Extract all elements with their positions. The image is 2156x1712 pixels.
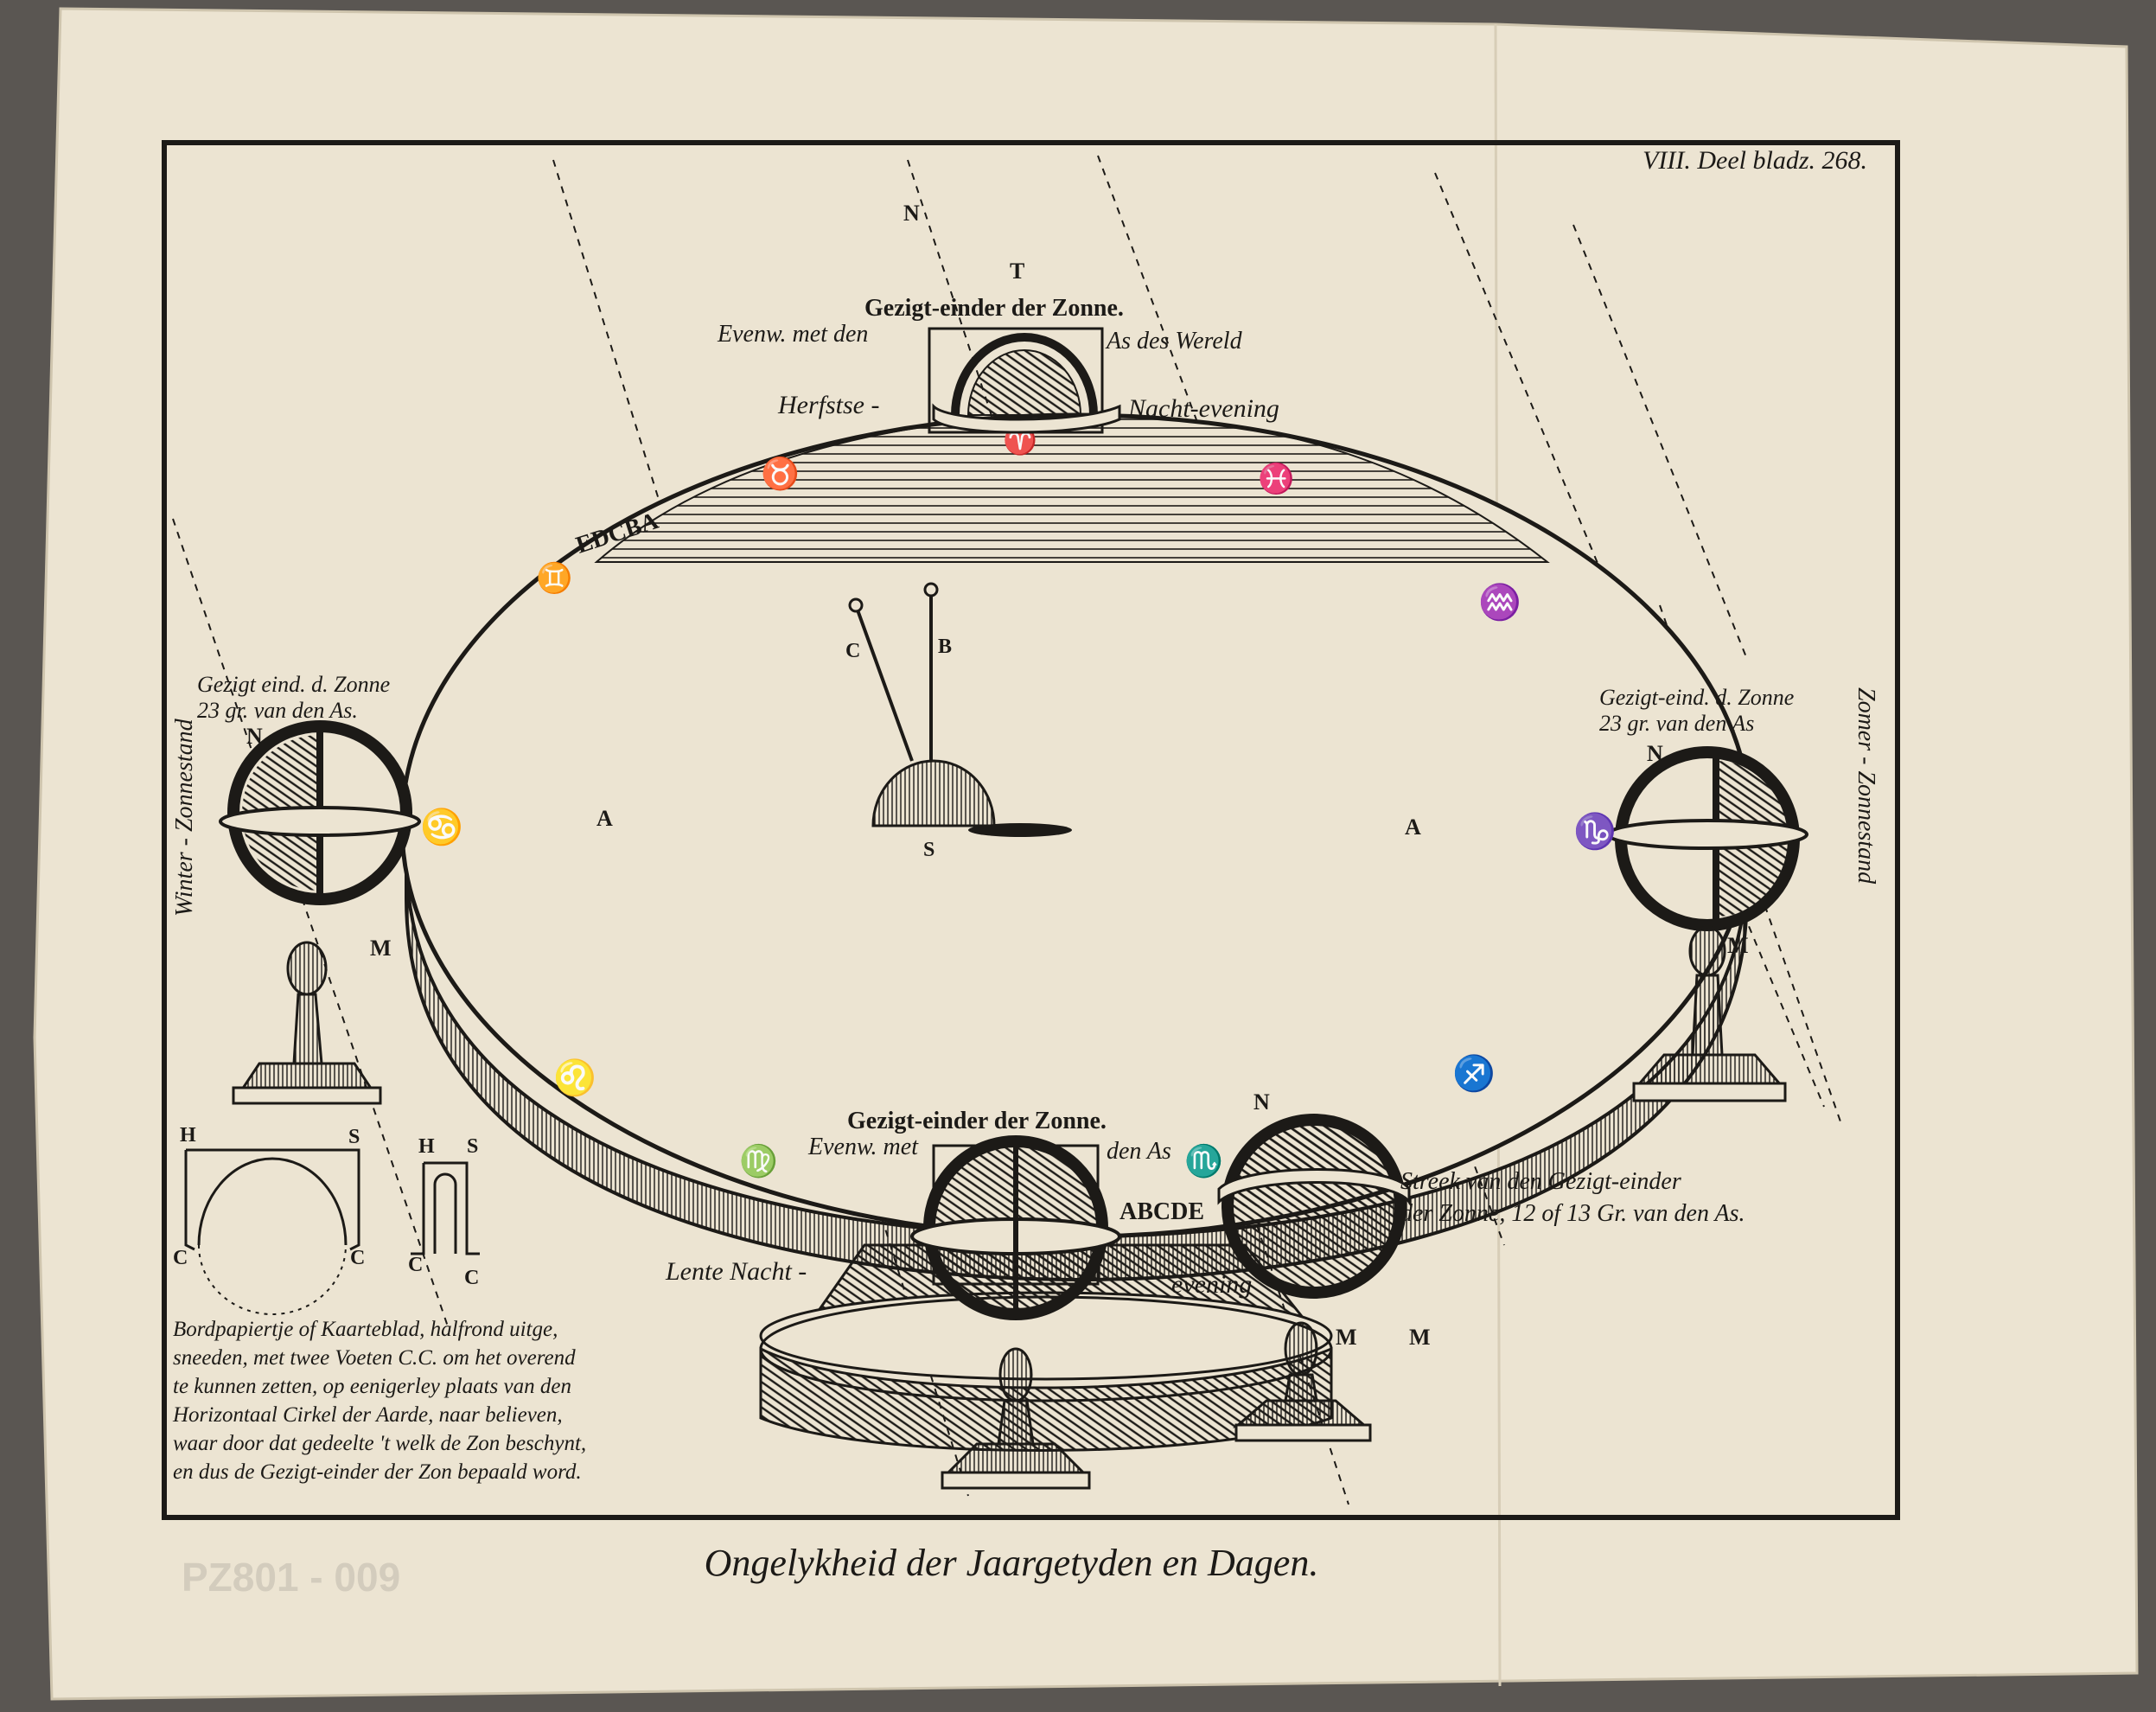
model-c2: C xyxy=(350,1247,365,1269)
bottom-sphere-title: Gezigt-einder der Zonne. xyxy=(847,1108,1107,1134)
right-label-m: M xyxy=(1727,933,1749,958)
bottom-letters: ABCDE xyxy=(1119,1198,1204,1225)
left-line2: 23 gr. van den As. xyxy=(197,698,358,723)
rb-line1: Streek van den Gezigt-einder xyxy=(1400,1168,1681,1195)
right-line2: 23 gr. van den As xyxy=(1599,711,1754,736)
zodiac-virgo: ♍ xyxy=(739,1143,778,1179)
model-s1: S xyxy=(348,1126,360,1148)
top-equinox-left: Herfstse - xyxy=(777,391,879,419)
note-line: waar door dat gedeelte 't welk de Zon be… xyxy=(173,1432,586,1455)
rb-line2: der Zonne, 12 of 13 Gr. van den As. xyxy=(1400,1200,1745,1227)
right-label-n: N xyxy=(1647,741,1663,766)
bottom-line-left: Evenw. met xyxy=(807,1134,919,1160)
note-line: te kunnen zetten, op eenigerley plaats v… xyxy=(173,1375,571,1398)
model-s2: S xyxy=(467,1135,478,1158)
note-line: Horizontaal Cirkel der Aarde, naar belie… xyxy=(172,1403,563,1427)
left-label-n: N xyxy=(246,724,263,749)
model-h1: H xyxy=(180,1124,196,1147)
right-line1: Gezigt-eind. d. Zonne xyxy=(1599,685,1794,710)
note-line: sneeden, met twee Voeten C.C. om het ove… xyxy=(173,1346,576,1370)
rb-label-m1: M xyxy=(1336,1325,1357,1350)
rb-label-m2: M xyxy=(1409,1325,1431,1350)
label-s: S xyxy=(923,839,934,861)
right-zodiac-sign: ♑ xyxy=(1573,811,1617,851)
right-armillary-sphere xyxy=(1606,746,1808,1102)
label-a-right: A xyxy=(1405,814,1421,840)
note-line: Bordpapiertje of Kaarteblad, halfrond ui… xyxy=(173,1318,558,1341)
bottom-armillary-sphere xyxy=(910,1135,1121,1490)
paper-model-semicircle xyxy=(184,1148,360,1315)
right-side-label: Zomer - Zonnestand xyxy=(1853,687,1879,885)
rb-label-n: N xyxy=(1253,1089,1270,1115)
left-label-m: M xyxy=(370,936,392,961)
left-zodiac-sign: ♋ xyxy=(420,807,463,846)
label-a-left: A xyxy=(596,806,613,831)
left-line1: Gezigt eind. d. Zonne xyxy=(197,672,390,697)
zodiac-sagittarius: ♐ xyxy=(1452,1053,1496,1093)
top-label-t: T xyxy=(1010,259,1024,284)
top-armillary-sphere xyxy=(928,327,1121,434)
bottom-line-right: den As xyxy=(1107,1138,1171,1165)
zodiac-aquarius: ♒ xyxy=(1478,582,1521,622)
top-label-n: N xyxy=(903,201,920,226)
top-line-left: Evenw. met den xyxy=(717,321,868,348)
earth-dome-with-pins xyxy=(848,582,1072,837)
zodiac-scorpio: ♏ xyxy=(1184,1143,1223,1179)
label-b: B xyxy=(938,636,952,658)
top-sphere-title: Gezigt-einder der Zonne. xyxy=(864,295,1124,322)
plate-frame-outer xyxy=(162,140,1900,1520)
paper-model-side xyxy=(411,1161,480,1255)
model-c1: C xyxy=(173,1247,188,1269)
top-line-right: As des Wereld xyxy=(1105,328,1243,355)
bottom-equinox-right: evening xyxy=(1171,1270,1252,1299)
model-c4: C xyxy=(464,1267,479,1289)
plate-reference: VIII. Deel bladz. 268. xyxy=(1643,146,1867,175)
right-bottom-armillary-sphere xyxy=(1217,1114,1411,1442)
model-c3: C xyxy=(408,1254,423,1276)
zodiac-leo: ♌ xyxy=(553,1057,596,1097)
zodiac-pisces: ♓ xyxy=(1258,462,1294,495)
model-h2: H xyxy=(418,1135,435,1158)
zodiac-gemini: ♊ xyxy=(536,561,572,595)
left-armillary-sphere xyxy=(219,720,421,1105)
note-block: Bordpapiertje of Kaarteblad, halfrond ui… xyxy=(172,1318,586,1484)
bottom-equinox-left: Lente Nacht - xyxy=(665,1257,807,1286)
label-c: C xyxy=(845,640,860,662)
plate-caption: Ongelykheid der Jaargetyden en Dagen. xyxy=(705,1542,1319,1584)
zodiac-taurus: ♉ xyxy=(761,456,800,491)
note-line: en dus de Gezigt-einder der Zon bepaald … xyxy=(173,1460,582,1484)
top-equinox-right: Nacht-evening xyxy=(1127,394,1279,423)
left-side-label: Winter - Zonnestand xyxy=(171,718,198,917)
archive-stamp: PZ801 - 009 xyxy=(182,1555,400,1600)
